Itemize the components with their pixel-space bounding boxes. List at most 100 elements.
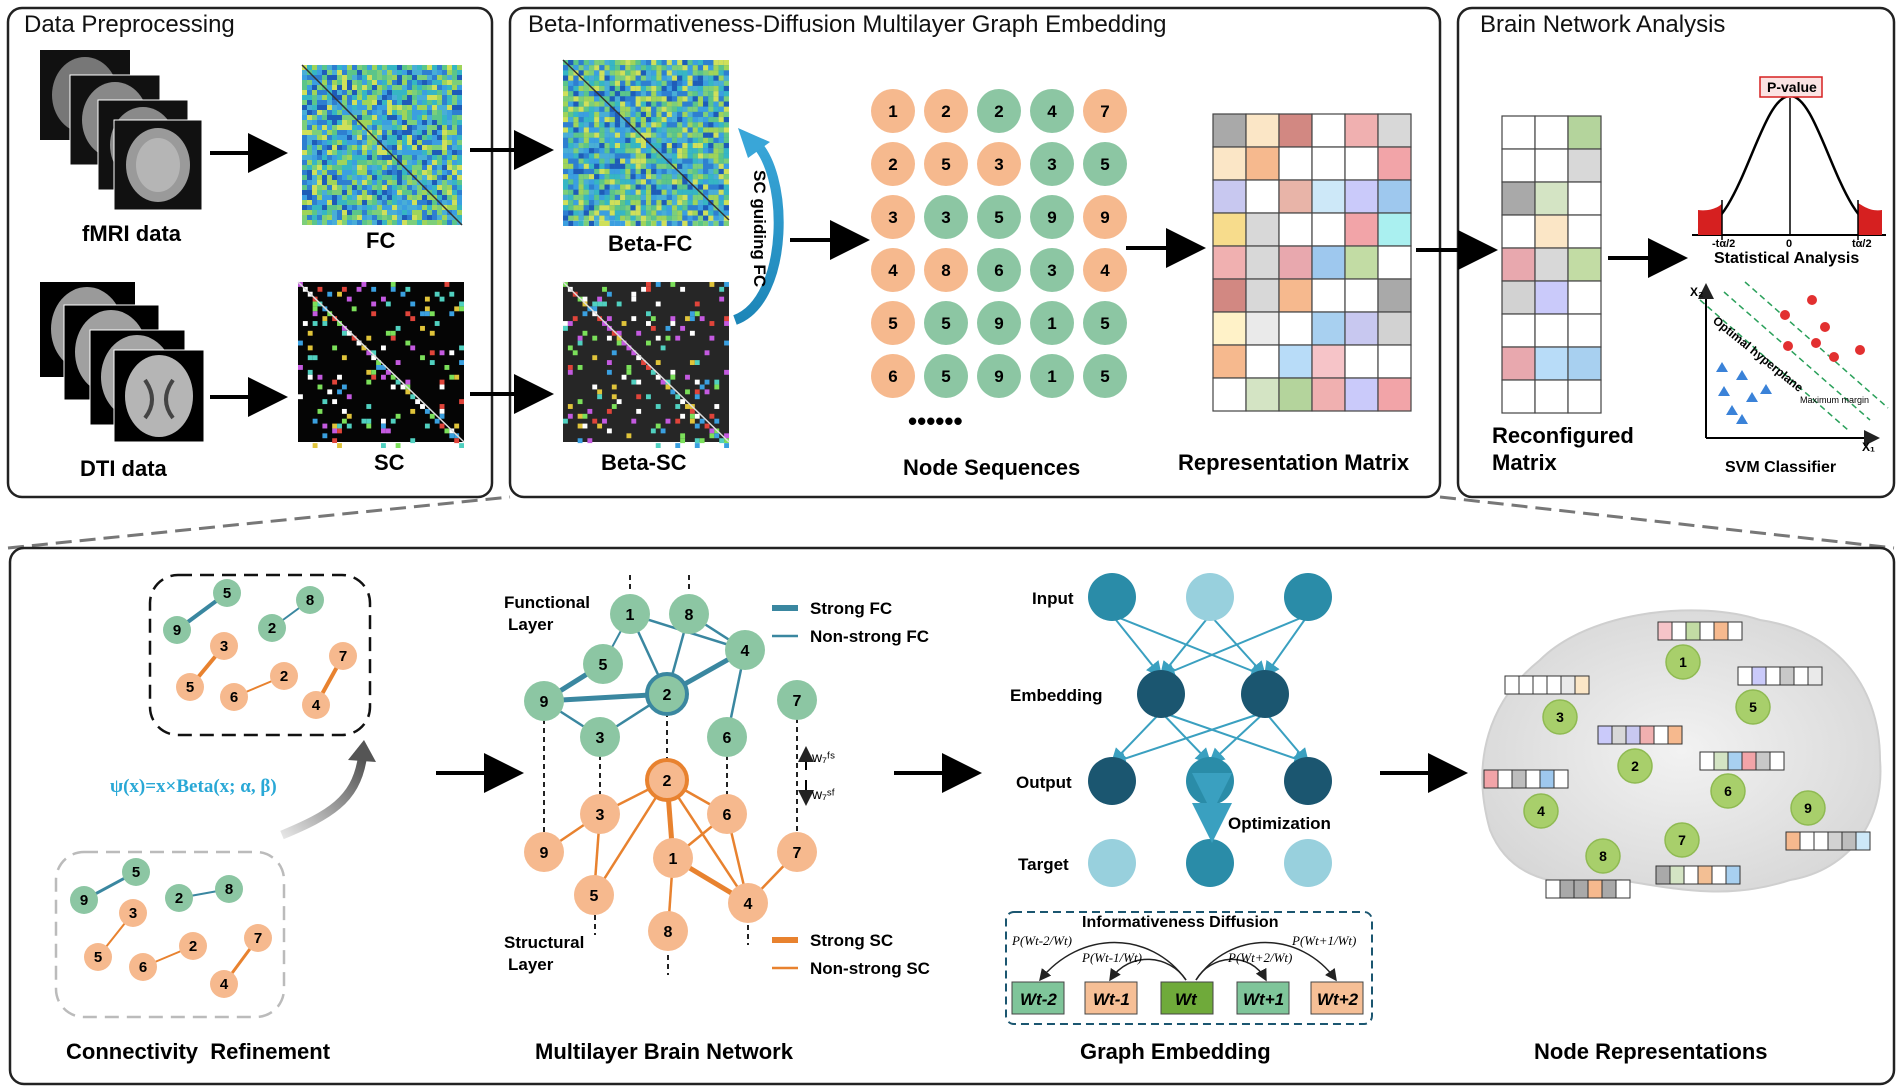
statistical-label: Statistical Analysis <box>1714 250 1859 267</box>
graph-node <box>84 943 112 971</box>
node-representations-label: Node Representations <box>1534 1039 1768 1064</box>
network-node-label: 8 <box>664 924 673 941</box>
graph-node-label: 5 <box>132 864 140 881</box>
network-node-label: 1 <box>669 851 678 868</box>
output-node <box>1284 757 1332 805</box>
network-node <box>725 630 765 670</box>
network-node-label: 6 <box>723 807 732 824</box>
reconfigured-label-1: Reconfigured <box>1492 423 1634 448</box>
network-node <box>574 875 614 915</box>
network-node-label: 4 <box>744 896 753 913</box>
sequence-node-label: 2 <box>888 155 897 174</box>
graph-node-label: 8 <box>225 881 233 898</box>
connectivity-refinement-label: Connectivity Refinement <box>66 1039 331 1064</box>
input-node <box>1088 573 1136 621</box>
sequence-node <box>1083 89 1127 133</box>
sequence-node-label: 5 <box>1100 155 1109 174</box>
input-label: Input <box>1032 589 1074 608</box>
panel-preprocessing <box>6 6 494 499</box>
brain-region-label: 2 <box>1631 758 1639 774</box>
sequence-node <box>977 89 1021 133</box>
sequence-node <box>871 195 915 239</box>
graph-node <box>215 875 243 903</box>
input-node <box>1284 573 1332 621</box>
brain-region-label: 5 <box>1749 699 1757 715</box>
sequence-node <box>977 301 1021 345</box>
wt-m1: Wt-1 <box>1093 990 1130 1009</box>
brain-region-label: 3 <box>1556 709 1564 725</box>
functional-layer-label-1: Functional <box>504 593 590 612</box>
node-sequences-label: Node Sequences <box>903 455 1080 480</box>
beta-fc-label: Beta-FC <box>608 231 692 256</box>
beta-fc-matrix <box>562 59 730 226</box>
sequence-node <box>1083 195 1127 239</box>
graph-node-label: 3 <box>129 905 137 922</box>
network-node <box>524 832 564 872</box>
sequence-node <box>924 301 968 345</box>
info-diffusion-title: Informativeness Diffusion <box>1082 914 1278 931</box>
network-node-label: 6 <box>723 730 732 747</box>
sc-matrix <box>297 281 465 448</box>
title-analysis: Brain Network Analysis <box>1480 11 1725 38</box>
svm-classifier-plot: Optimal hyperplane Maximum margin X₂ X₁ <box>1690 281 1889 454</box>
hyperplane-label: Optimal hyperplane <box>1710 313 1806 395</box>
network-node <box>777 680 817 720</box>
x2-label: X₂ <box>1690 285 1703 299</box>
network-node-label: 9 <box>540 694 549 711</box>
network-node-label: 7 <box>793 693 802 710</box>
output-label: Output <box>1016 773 1072 792</box>
sequence-node <box>871 354 915 398</box>
node-sequences-dots: •••••• <box>908 406 963 436</box>
legend-strong-sc: Strong SC <box>810 931 893 950</box>
network-node <box>728 883 768 923</box>
graph-node <box>244 924 272 952</box>
graph-node-label: 8 <box>306 592 314 609</box>
x1-label: X₁ <box>1862 440 1875 454</box>
sequence-node-label: 5 <box>1100 367 1109 386</box>
sequence-node-label: 3 <box>888 208 897 227</box>
reconfigured-label-2: Matrix <box>1492 450 1558 475</box>
graph-node-label: 2 <box>268 620 276 637</box>
title-preprocessing: Data Preprocessing <box>24 11 235 38</box>
p-wt-m2-label: P(Wt-2/Wt) <box>1011 933 1072 948</box>
informativeness-diffusion: Informativeness Diffusion P(Wt-2/Wt) P(W… <box>1005 911 1373 1025</box>
graph-node-label: 4 <box>312 697 321 714</box>
network-node <box>580 717 620 757</box>
brain-region-node <box>1617 748 1653 784</box>
sequence-node <box>977 142 1021 186</box>
graph-node <box>296 586 324 614</box>
brain-region-label: 1 <box>1679 654 1687 670</box>
optimization-label: Optimization <box>1228 814 1331 833</box>
refinement-arrowhead <box>348 740 376 762</box>
sequence-node <box>1030 195 1074 239</box>
beta-sc-label: Beta-SC <box>601 450 687 475</box>
legend-nonstrong-sc: Non-strong SC <box>810 959 930 978</box>
sequence-node-label: 4 <box>888 261 898 280</box>
dti-image-stack <box>40 282 205 443</box>
wt: Wt <box>1175 990 1198 1009</box>
structural-layer-label-2: Layer <box>508 955 554 974</box>
sequence-node <box>924 142 968 186</box>
sequence-node-label: 3 <box>1047 155 1056 174</box>
structural-layer-label-1: Structural <box>504 933 584 952</box>
sequence-node-label: 5 <box>994 208 1003 227</box>
raw-graph-box <box>54 850 286 1019</box>
input-node <box>1186 573 1234 621</box>
graph-node-label: 5 <box>223 585 231 602</box>
sequence-node <box>871 301 915 345</box>
brain-region-node <box>1710 773 1746 809</box>
max-margin-label: Maximum margin <box>1800 395 1869 405</box>
sequence-node <box>1083 142 1127 186</box>
network-node <box>645 672 689 716</box>
graph-node-label: 3 <box>220 638 228 655</box>
network-node-label: 5 <box>590 888 599 905</box>
sequence-node-label: 4 <box>1047 102 1057 121</box>
sequence-node <box>977 354 1021 398</box>
sequence-node <box>871 248 915 292</box>
network-node <box>648 911 688 951</box>
sequence-node-label: 8 <box>941 261 950 280</box>
sequence-node-label: 3 <box>994 155 1003 174</box>
network-node-label: 7 <box>793 845 802 862</box>
graph-node-label: 6 <box>139 959 147 976</box>
